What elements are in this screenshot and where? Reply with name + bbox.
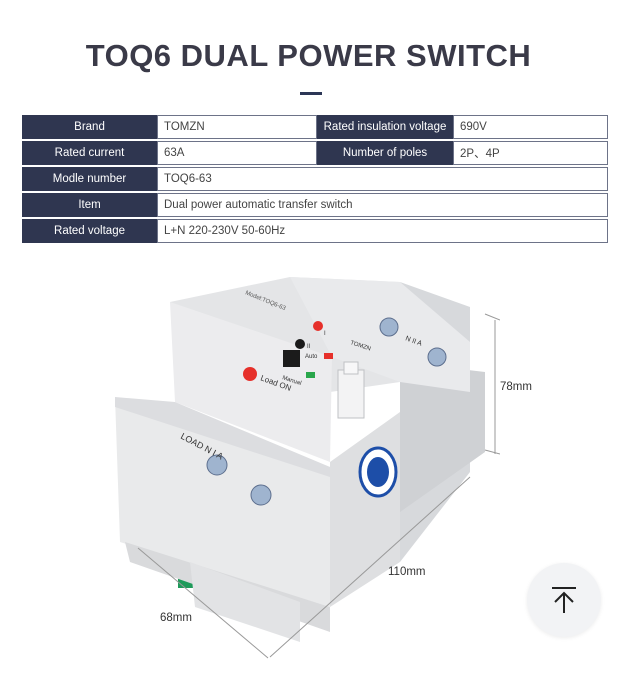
- transfer-handle: [337, 369, 365, 419]
- device-auto-label: Auto: [305, 354, 318, 360]
- poles-label: Number of poles: [317, 141, 453, 165]
- poles-value: 2P、4P: [453, 141, 608, 165]
- brand-label: Brand: [22, 115, 157, 139]
- arrow-up-to-line-icon: [552, 587, 576, 613]
- page-title: TOQ6 DUAL POWER SWITCH: [85, 38, 532, 73]
- item-label: Item: [22, 193, 157, 217]
- height-dimension: 78mm: [500, 381, 532, 393]
- front-label-panel: [170, 302, 332, 462]
- device-manual-label: Manual: [281, 375, 302, 387]
- spec-row-voltage: Rated voltage L+N 220-230V 50-60Hz: [22, 219, 608, 243]
- width-dimension-line: [269, 476, 471, 658]
- spec-row-model: Modle number TOQ6-63: [22, 167, 608, 191]
- load-terminal-screw: [250, 484, 272, 506]
- device-mark-2: II: [307, 344, 311, 350]
- insulation-value: 690V: [453, 115, 608, 139]
- spec-row-item: Item Dual power automatic transfer switc…: [22, 193, 608, 217]
- model-value: TOQ6-63: [157, 167, 608, 191]
- depth-dimension: 68mm: [160, 612, 192, 624]
- brand-value: TOMZN: [157, 115, 317, 139]
- indicator-2: [295, 339, 305, 349]
- product-illustration: Model:TOQ6-63 I II Auto Manual Load ON L…: [115, 277, 500, 659]
- load-on-indicator: [243, 367, 257, 381]
- line-terminal-screw: [379, 317, 399, 337]
- width-dimension: 110mm: [388, 566, 426, 578]
- model-label: Modle number: [22, 167, 157, 191]
- current-value: 63A: [157, 141, 317, 165]
- spec-row-current: Rated current 63A Number of poles 2P、4P: [22, 141, 608, 165]
- line-terminal-screw: [427, 347, 447, 367]
- auto-manual-switch[interactable]: [283, 350, 300, 367]
- back-to-top-button[interactable]: [527, 563, 601, 637]
- device-mark-1: I: [324, 331, 326, 337]
- spec-row-brand: Brand TOMZN Rated insulation voltage 690…: [22, 115, 608, 139]
- insulation-label: Rated insulation voltage: [317, 115, 453, 139]
- title-underline: [300, 92, 322, 95]
- voltage-label: Rated voltage: [22, 219, 157, 243]
- voltage-value: L+N 220-230V 50-60Hz: [157, 219, 608, 243]
- current-label: Rated current: [22, 141, 157, 165]
- depth-dimension-line: [137, 547, 269, 659]
- item-value: Dual power automatic transfer switch: [157, 193, 608, 217]
- indicator-1: [313, 321, 323, 331]
- load-terminal-screw: [206, 454, 228, 476]
